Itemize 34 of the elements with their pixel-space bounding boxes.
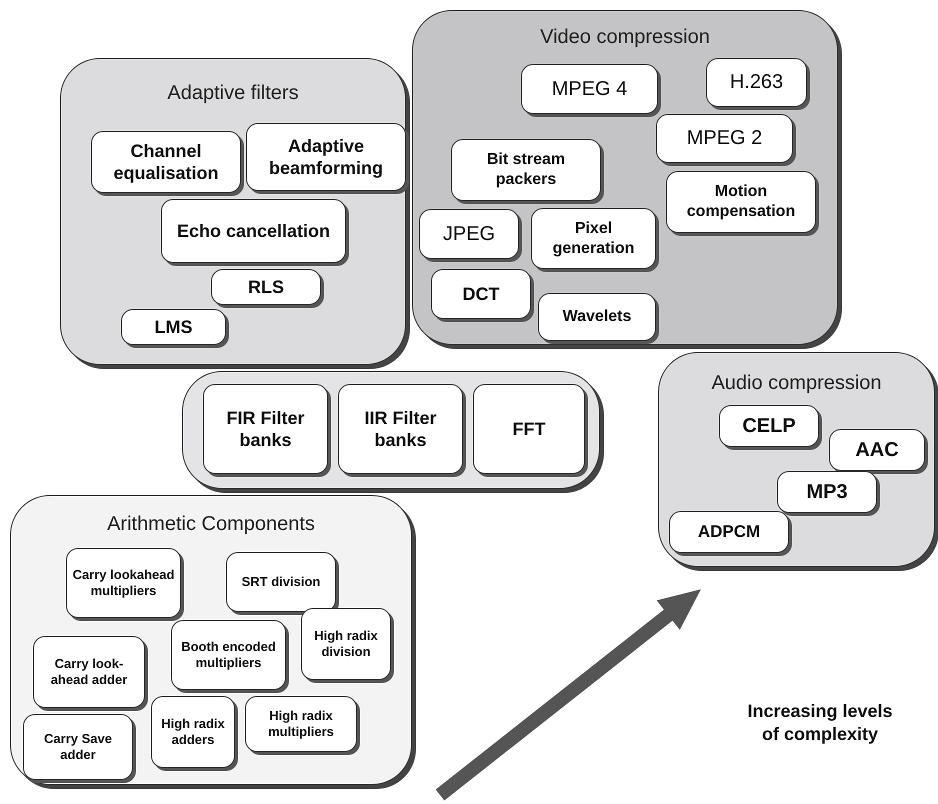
component-box: Booth encoded multipliers xyxy=(171,620,286,690)
component-box: LMS xyxy=(121,309,226,345)
component-box: Wavelets xyxy=(538,293,656,341)
component-box: Carry look-ahead adder xyxy=(33,636,145,708)
component-box: CELP xyxy=(719,405,819,447)
component-box: MPEG 2 xyxy=(656,114,793,163)
component-box: MP3 xyxy=(777,471,877,513)
component-box: Carry Save adder xyxy=(23,714,133,780)
component-box: DCT xyxy=(431,269,531,319)
component-box: RLS xyxy=(211,269,321,305)
component-box: AAC xyxy=(829,429,925,471)
component-box: High radix multipliers xyxy=(245,696,357,752)
annotation-text: Increasing levels of complexity xyxy=(746,700,894,745)
component-box: H.263 xyxy=(706,58,807,107)
component-box: High radix adders xyxy=(151,696,235,768)
component-box: Carry lookahead multipliers xyxy=(66,548,181,618)
component-box: SRT division xyxy=(226,552,336,612)
component-box: IIR Filter banks xyxy=(338,384,463,474)
component-box: High radix division xyxy=(301,608,391,680)
component-box: Adaptive beamforming xyxy=(246,123,406,191)
group-title: Adaptive filters xyxy=(166,81,300,106)
group-title: Video compression xyxy=(539,25,711,50)
component-box: Echo cancellation xyxy=(161,199,346,263)
component-box: Pixel generation xyxy=(531,208,656,269)
component-box: ADPCM xyxy=(669,511,789,553)
component-box: Bit stream packers xyxy=(451,139,601,201)
component-box: MPEG 4 xyxy=(521,64,658,114)
component-box: FFT xyxy=(473,384,585,474)
component-box: Channel equalisation xyxy=(91,131,241,193)
component-box: FIR Filter banks xyxy=(203,384,328,474)
group-title: Arithmetic Components xyxy=(106,512,316,537)
group-title: Audio compression xyxy=(710,371,883,396)
component-box: JPEG xyxy=(419,209,519,259)
component-box: Motion compensation xyxy=(666,171,816,233)
